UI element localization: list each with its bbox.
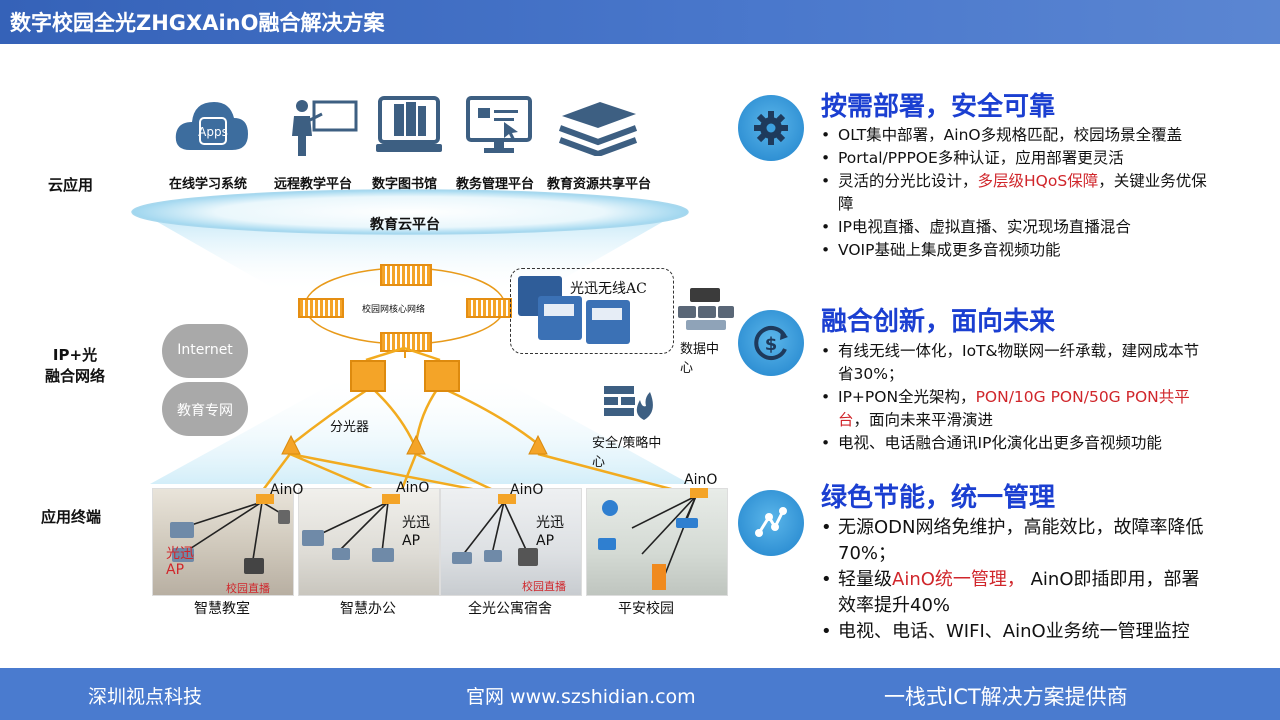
- live-label-classroom: 校园直播: [226, 582, 270, 595]
- aino-label-dormitory: AinO: [510, 482, 544, 498]
- section-bullets-energy: 无源ODN网络免维护，高能效比，故障率降低70%； 轻量级AinO统一管理， A…: [821, 515, 1211, 645]
- footer-website: 官网 www.szshidian.com: [466, 686, 696, 708]
- resource-sharing-books-icon: [558, 102, 638, 156]
- bullet: 无源ODN网络免维护，高能效比，故障率降低70%；: [821, 515, 1211, 567]
- section-title-deployment: 按需部署，安全可靠: [821, 92, 1056, 122]
- olt-left: [350, 360, 386, 392]
- room-label-dormitory: 全光公寓宿舍: [468, 601, 552, 617]
- edu-cloud-platform-label: 教育云平台: [370, 217, 440, 233]
- footer-slogan: 一栈式ICT解决方案提供商: [884, 685, 1128, 709]
- internet-label: Internet: [177, 342, 233, 358]
- firewall-icon: [604, 386, 653, 420]
- bullet: VOIP基础上集成更多音视频功能: [821, 239, 1211, 262]
- footer-company: 深圳视点科技: [88, 686, 203, 708]
- datacenter-icon: [678, 288, 734, 330]
- bullet: 轻量级AinO统一管理， AinO即插即用，部署效率提升40%: [821, 567, 1211, 619]
- internet-cloud: Internet: [162, 324, 248, 378]
- core-switch-top: [380, 264, 432, 286]
- footer-bar: 深圳视点科技 官网 www.szshidian.com 一栈式ICT解决方案提供…: [0, 668, 1280, 720]
- section-title-innovation: 融合创新，面向未来: [821, 307, 1056, 337]
- layer-label-cloud: 云应用: [48, 176, 94, 194]
- layer-label-terminal: 应用终端: [41, 508, 102, 526]
- layer-label-network: IP+光 融合网络: [44, 346, 105, 385]
- title-bar: 数字校园全光ZHGXAinO融合解决方案: [0, 0, 1280, 44]
- section-bullets-innovation: 有线无线一体化，IoT&物联网一纤承载，建网成本节省30%； IP+PON全光架…: [821, 340, 1211, 455]
- network-nodes-icon: [738, 490, 804, 556]
- bullet: Portal/PPPOE多种认证，应用部署更灵活: [821, 147, 1211, 170]
- section-bullets-deployment: OLT集中部署，AinO多规格匹配，校园场景全覆盖 Portal/PPPOE多种…: [821, 124, 1211, 262]
- bullet: OLT集中部署，AinO多规格匹配，校园场景全覆盖: [821, 124, 1211, 147]
- edu-net-cloud: 教育专网: [162, 382, 248, 436]
- splitter-icon-3: [528, 434, 548, 455]
- room-label-smart-classroom: 智慧教室: [194, 601, 250, 617]
- bullet: 电视、电话融合通讯IP化演化出更多音视频功能: [821, 432, 1211, 455]
- app-label-resource-sharing: 教育资源共享平台: [547, 177, 652, 192]
- room-label-safe-campus: 平安校园: [618, 601, 674, 617]
- app-label-remote-teaching: 远程教学平台: [274, 177, 353, 192]
- core-switch-bottom: [380, 332, 432, 352]
- svg-text:$: $: [765, 334, 778, 355]
- room-label-smart-office: 智慧办公: [340, 601, 396, 617]
- svg-text:Apps: Apps: [198, 125, 228, 139]
- page-title: 数字校园全光ZHGXAinO融合解决方案: [10, 11, 385, 35]
- aino-label-campus: AinO: [684, 472, 718, 488]
- live-label-dormitory: 校园直播: [522, 580, 566, 593]
- bullet: IP电视直播、虚拟直播、实况现场直播混合: [821, 216, 1211, 239]
- aino-label-classroom: AinO: [270, 482, 304, 498]
- security-center-label: 安全/策略中心: [592, 436, 662, 470]
- digital-library-icon: [376, 96, 442, 152]
- bullet: 有线无线一体化，IoT&物联网一纤承载，建网成本节省30%；: [821, 340, 1211, 386]
- bullet: 灵活的分光比设计，多层级HQoS保障，关键业务优保障: [821, 170, 1211, 216]
- aino-label-office: AinO: [396, 480, 430, 496]
- splitter-label: 分光器: [330, 420, 370, 435]
- remote-teaching-icon: [292, 100, 358, 156]
- olt-right: [424, 360, 460, 392]
- datacenter-label: 数据中心: [680, 342, 720, 376]
- academic-management-icon: [466, 96, 532, 153]
- app-label-digital-library: 数字图书馆: [372, 177, 438, 192]
- apps-cloud-icon: Apps: [175, 102, 248, 150]
- core-switch-right: [466, 298, 512, 318]
- wireless-ac-label: 光迅无线AC: [570, 281, 647, 297]
- splitter-icon-2: [406, 434, 426, 455]
- gear-icon: [738, 95, 804, 161]
- core-network-label: 校园网核心网络: [362, 305, 426, 315]
- wireless-ac-group: [510, 268, 674, 354]
- edu-cloud-platform-disc: [131, 189, 689, 292]
- bullet: 电视、电话、WIFI、AinO业务统一管理监控: [821, 619, 1211, 645]
- section-title-energy: 绿色节能，统一管理: [821, 483, 1056, 513]
- edu-net-label: 教育专网: [177, 403, 233, 419]
- bullet: IP+PON全光架构，PON/10G PON/50G PON共平台，面向未来平滑…: [821, 386, 1211, 432]
- room-smart-classroom: [152, 488, 294, 596]
- app-label-online-learning: 在线学习系统: [169, 177, 248, 192]
- core-switch-left: [298, 298, 344, 318]
- splitter-icon-1: [281, 434, 301, 455]
- app-label-academic-management: 教务管理平台: [456, 177, 535, 192]
- room-dormitory: [440, 488, 582, 596]
- network-diagram: 云应用 IP+光 融合网络 应用终端 Apps 在线学习系统 远程教学平: [0, 44, 735, 668]
- ac-server-icon: [518, 276, 630, 344]
- dollar-cycle-icon: $: [738, 310, 804, 376]
- terminal-devices: [170, 488, 708, 590]
